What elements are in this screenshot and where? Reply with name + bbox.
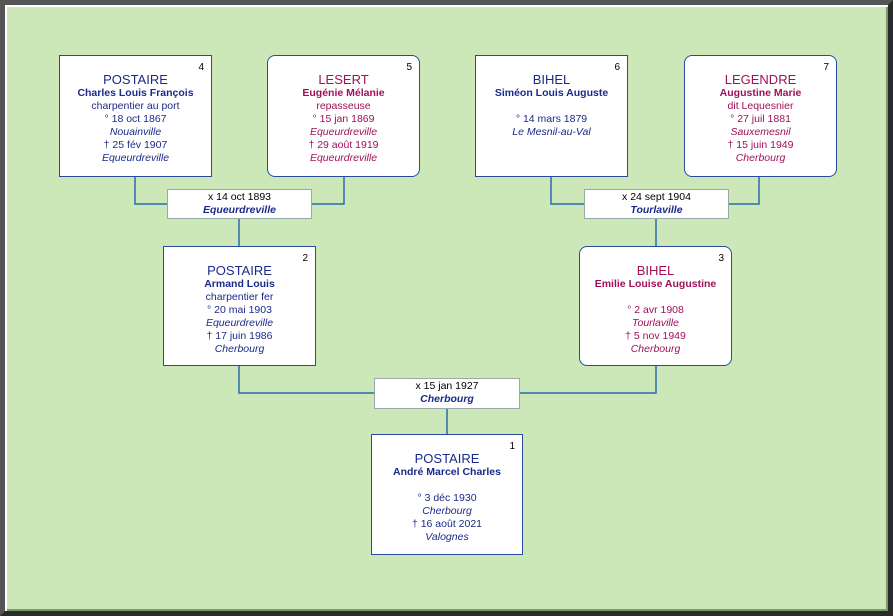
person-7-box[interactable]: 7 LEGENDRE Augustine Marie dit Lequesnie… [684,55,837,177]
birth-date: ° 14 mars 1879 [515,113,588,125]
given-names: Eugénie Mélanie [302,87,385,99]
sosa-number: 7 [823,62,829,73]
death-place: Cherbourg [214,343,265,355]
sosa-number: 2 [302,253,308,264]
death-date: † 25 fév 1907 [103,139,168,151]
given-names: Siméon Louis Auguste [494,87,609,99]
marriage-place: Tourlaville [630,204,683,216]
surname: POSTAIRE [414,451,480,466]
death-place: Valognes [425,531,469,543]
sosa-number: 4 [198,62,204,73]
sosa-number: 3 [718,253,724,264]
surname: POSTAIRE [207,263,272,278]
sosa-number: 5 [406,62,412,73]
connector-2-marriage [238,366,375,394]
occupation: repasseuse [316,100,371,112]
connector-6-marriage [550,177,584,205]
birth-place: Equeurdreville [309,126,378,138]
given-names: Augustine Marie [719,87,802,99]
death-place: Cherbourg [735,152,786,164]
connector-5-marriage [311,177,345,205]
marriage-date: x 14 oct 1893 [207,191,272,203]
given-names: Armand Louis [204,278,275,290]
death-place: Equeurdreville [309,152,378,164]
birth-date: ° 2 avr 1908 [627,304,684,316]
death-date: † 5 nov 1949 [625,330,686,342]
occupation [580,291,731,304]
marriage-date: x 15 jan 1927 [415,380,479,392]
birth-date: ° 18 oct 1867 [104,113,167,125]
marriage-date: x 24 sept 1904 [622,191,691,203]
connector-3-marriage [519,366,657,394]
marriage-place: Equeurdreville [203,204,276,216]
sosa-number: 6 [614,62,620,73]
occupation: charpentier au port [91,100,180,112]
given-names: Charles Louis François [77,87,194,99]
connector-4-marriage [134,177,167,205]
death-date: † 29 août 1919 [308,139,379,151]
death-date: † 15 juin 1949 [727,139,794,151]
surname: LESERT [318,72,369,87]
person-6-box[interactable]: 6 BIHEL Siméon Louis Auguste ° 14 mars 1… [475,55,628,177]
marriage-6-7[interactable]: x 24 sept 1904 Tourlaville [584,189,729,219]
death-place: Cherbourg [630,343,681,355]
birth-date: ° 3 déc 1930 [417,492,477,504]
given-names: Emilie Louise Augustine [594,278,717,290]
marriage-place: Cherbourg [420,393,474,405]
person-2-box[interactable]: 2 POSTAIRE Armand Louis charpentier fer … [163,246,316,366]
occupation [372,479,522,492]
occupation: charpentier fer [205,291,274,303]
death-date: † 17 juin 1986 [206,330,273,342]
sosa-number: 1 [509,441,515,452]
birth-place: Equeurdreville [205,317,274,329]
birth-date: ° 20 mai 1903 [207,304,272,316]
birth-place: Sauxemesnil [730,126,791,138]
surname: BIHEL [636,263,675,278]
occupation [476,100,627,113]
death-place: Equeurdreville [101,152,170,164]
connector-7-marriage [728,177,760,205]
person-3-box[interactable]: 3 BIHEL Emilie Louise Augustine ° 2 avr … [579,246,732,366]
surname: BIHEL [532,72,571,87]
marriage-2-3[interactable]: x 15 jan 1927 Cherbourg [374,378,520,409]
birth-place: Cherbourg [422,505,472,517]
birth-date: ° 27 juil 1881 [730,113,791,125]
surname: LEGENDRE [724,72,797,87]
birth-place: Le Mesnil-au-Val [512,126,591,138]
given-names: André Marcel Charles [393,466,501,478]
birth-place: Tourlaville [632,317,679,329]
birth-place: Nouainville [109,126,162,138]
person-5-box[interactable]: 5 LESERT Eugénie Mélanie repasseuse ° 15… [267,55,420,177]
person-1-box[interactable]: 1 POSTAIRE André Marcel Charles ° 3 déc … [371,434,523,555]
occupation: dit Lequesnier [727,100,794,112]
surname: POSTAIRE [103,72,168,87]
death-date: † 16 août 2021 [411,518,483,530]
marriage-4-5[interactable]: x 14 oct 1893 Equeurdreville [167,189,312,219]
person-4-box[interactable]: 4 POSTAIRE Charles Louis François charpe… [59,55,212,177]
birth-date: ° 15 jan 1869 [312,113,375,125]
